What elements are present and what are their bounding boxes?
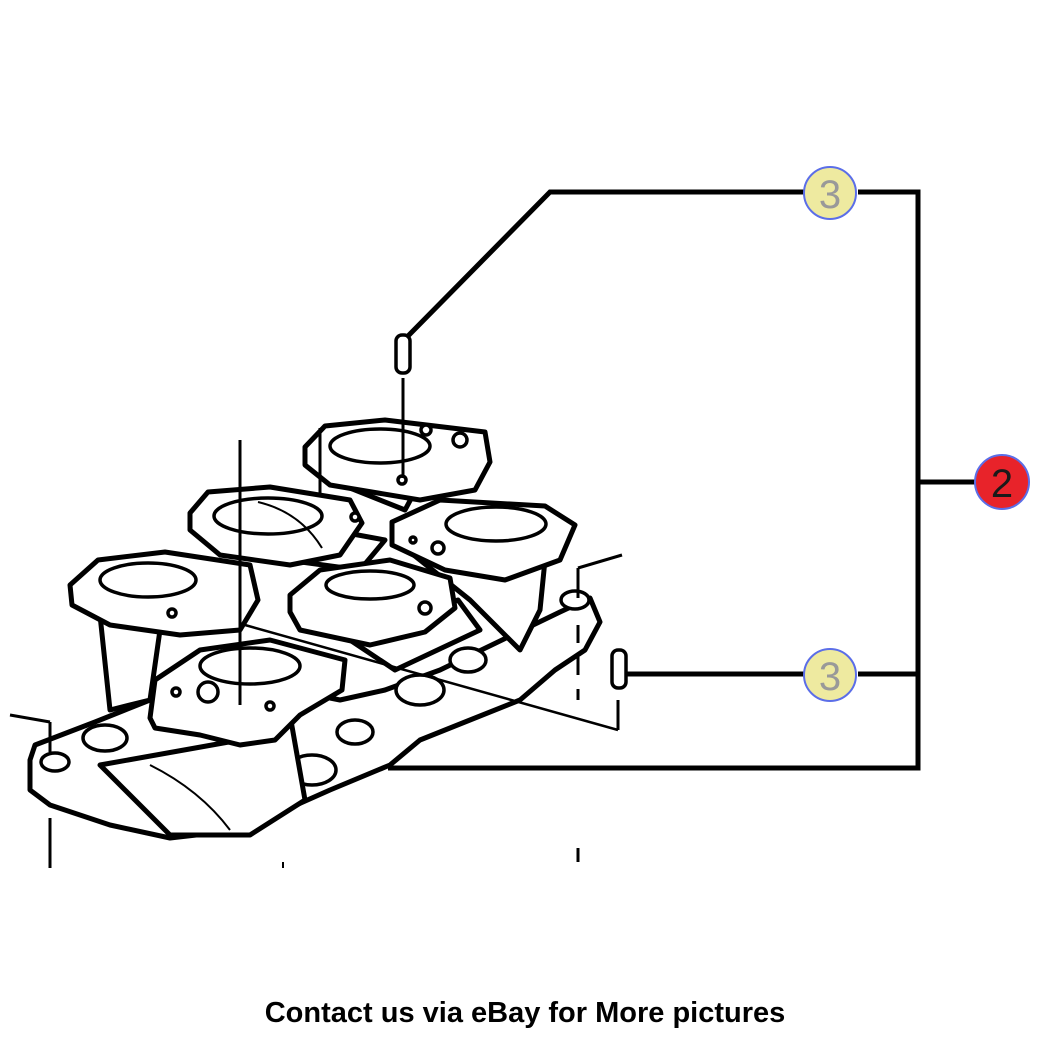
dowel-pin-bottom (610, 648, 628, 690)
callout-assembly-2: 2 (974, 454, 1030, 510)
runner-front-right (287, 557, 483, 673)
runner-middle-left (187, 484, 388, 573)
dowel-pin-top (394, 333, 412, 375)
runner-back-left (302, 417, 493, 513)
callout-part-3-bottom: 3 (803, 648, 857, 702)
callout-assembly-2-label: 2 (991, 462, 1013, 506)
callout-part-3-bottom-label: 3 (819, 655, 841, 699)
callout-part-3-top: 3 (803, 166, 857, 220)
callout-part-3-top-label: 3 (819, 173, 841, 217)
runner-front-left (67, 549, 261, 713)
runner-back-right (389, 497, 578, 653)
contact-caption: Contact us via eBay for More pictures (264, 997, 786, 1029)
stud-lines (9, 378, 623, 868)
leader-lines (388, 189, 976, 771)
runner-front-center (97, 637, 348, 838)
